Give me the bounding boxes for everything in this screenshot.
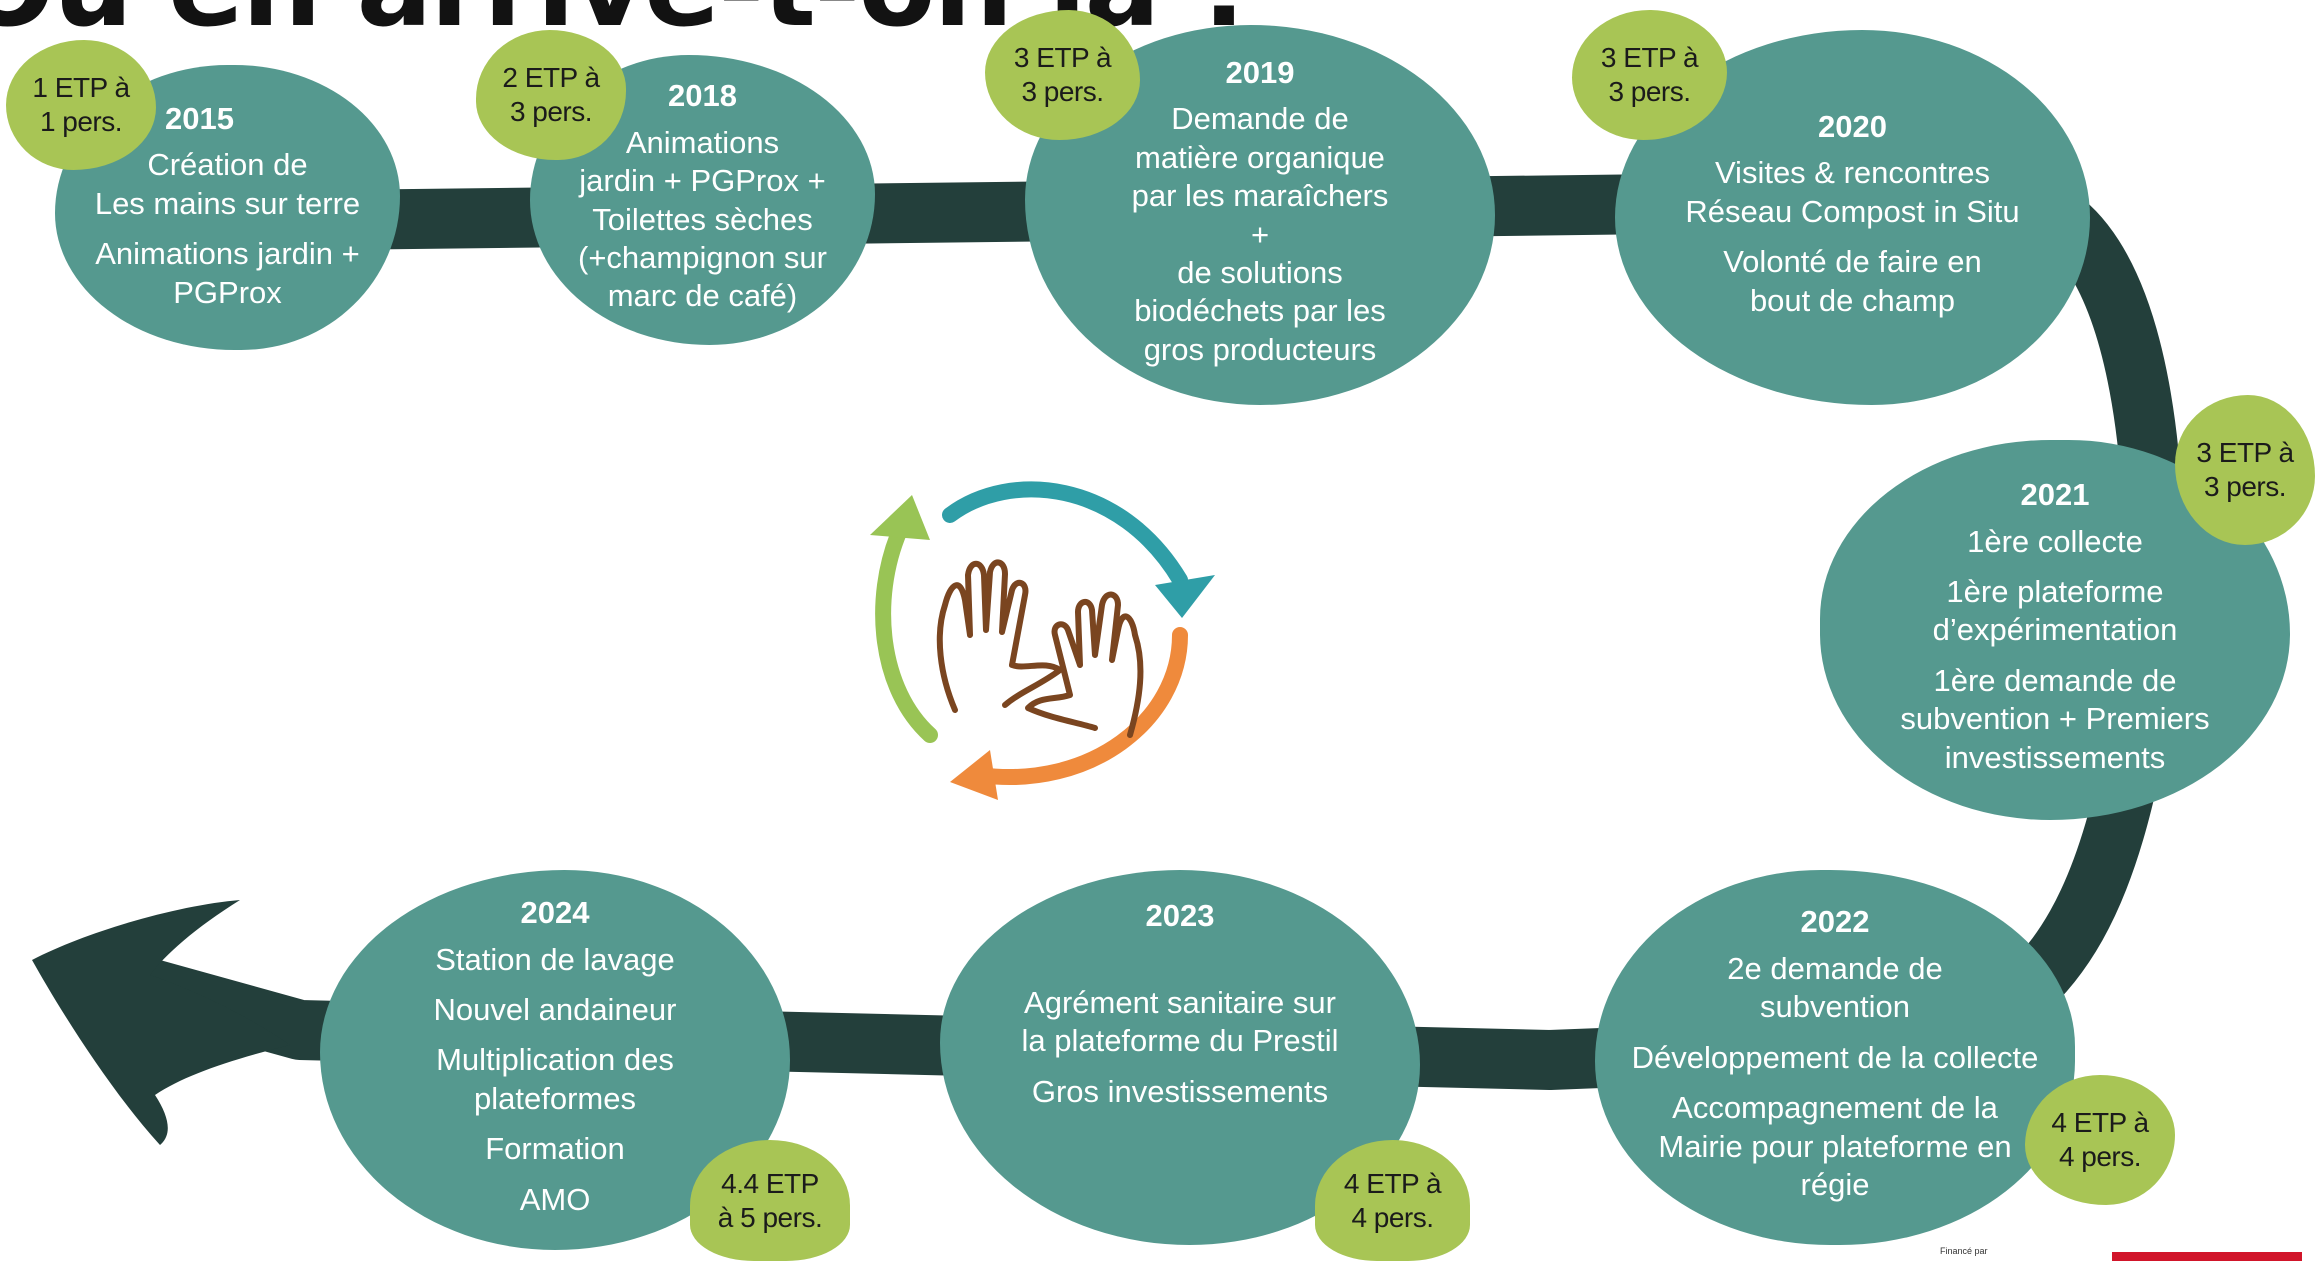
milestone-text: 1ère collecte [1967, 523, 2143, 559]
etp-badge-2021: 3 ETP à 3 pers. [2175, 395, 2315, 545]
milestone-text: Animations jardin + PGProx + Toilettes s… [578, 124, 827, 314]
teal-arrowhead-icon [1155, 575, 1215, 618]
milestone-text: Agrément sanitaire sur la plateforme du … [1021, 984, 1339, 1059]
milestone-text: Développement de la collecte [1631, 1039, 2039, 1075]
hands-icon [936, 559, 1144, 738]
milestone-2024: 2024 Station de lavage Nouvel andaineur … [320, 870, 790, 1250]
milestone-text: 2e demande de subvention [1727, 951, 1943, 1025]
etp-badge-2018: 2 ETP à 3 pers. [476, 30, 626, 160]
milestone-year: 2024 [520, 894, 590, 930]
milestone-text: Volonté de faire en bout de champ [1723, 244, 1982, 318]
milestone-2015: 2015 Création de Les mains sur terre Ani… [55, 65, 400, 350]
orange-arrowhead-icon [950, 750, 998, 800]
milestone-text: Demande de matière organique par les mar… [1131, 101, 1389, 367]
milestone-text: Gros investissements [1031, 1073, 1329, 1109]
green-arrowhead-icon [870, 495, 930, 540]
milestone-text: AMO [519, 1181, 591, 1217]
milestone-text: Création de Les mains sur terre [94, 147, 361, 221]
milestone-text: Visites & rencontres Réseau Compost in S… [1685, 155, 2020, 229]
milestone-year: 2019 [1225, 54, 1295, 90]
milestone-year: 2015 [165, 100, 234, 136]
etp-badge-2019: 3 ETP à 3 pers. [985, 10, 1140, 140]
milestone-year: 2023 [1145, 898, 1215, 933]
recycling-hands-logo [870, 481, 1215, 800]
milestone-text: 1ère demande de subvention + Premiers in… [1900, 662, 2210, 775]
milestone-year: 2021 [2020, 476, 2090, 512]
milestone-text: 1ère plateforme d’expérimentation [1932, 573, 2178, 648]
milestone-year: 2020 [1818, 108, 1887, 144]
etp-badge-2022: 4 ETP à 4 pers. [2025, 1075, 2175, 1205]
milestone-text: Station de lavage [435, 941, 675, 977]
milestone-2022: 2022 2e demande de subvention Développem… [1595, 870, 2075, 1245]
etp-badge-2015: 1 ETP à 1 pers. [6, 40, 156, 170]
milestone-text: Formation [485, 1131, 625, 1167]
timeline-arrowhead [32, 900, 290, 1145]
milestone-text: Accompagnement de la Mairie pour platefo… [1658, 1090, 2012, 1203]
milestone-year: 2022 [1800, 904, 1870, 940]
orange-cycle-arrow-icon [972, 627, 1188, 785]
milestone-text: Multiplication des plateformes [436, 1042, 674, 1116]
funded-by-label: Financé par [1940, 1246, 1988, 1256]
milestone-year: 2018 [668, 78, 737, 114]
etp-badge-2023: 4 ETP à 4 pers. [1315, 1140, 1470, 1261]
milestone-text: Animations jardin + PGProx [95, 236, 360, 310]
etp-badge-2020: 3 ETP à 3 pers. [1572, 10, 1727, 140]
etp-badge-2024: 4.4 ETP à 5 pers. [690, 1140, 850, 1261]
green-cycle-arrow-icon [875, 522, 938, 743]
milestone-text: Nouvel andaineur [433, 991, 677, 1027]
teal-cycle-arrow-icon [942, 481, 1188, 588]
funder-flag [2112, 1252, 2302, 1261]
